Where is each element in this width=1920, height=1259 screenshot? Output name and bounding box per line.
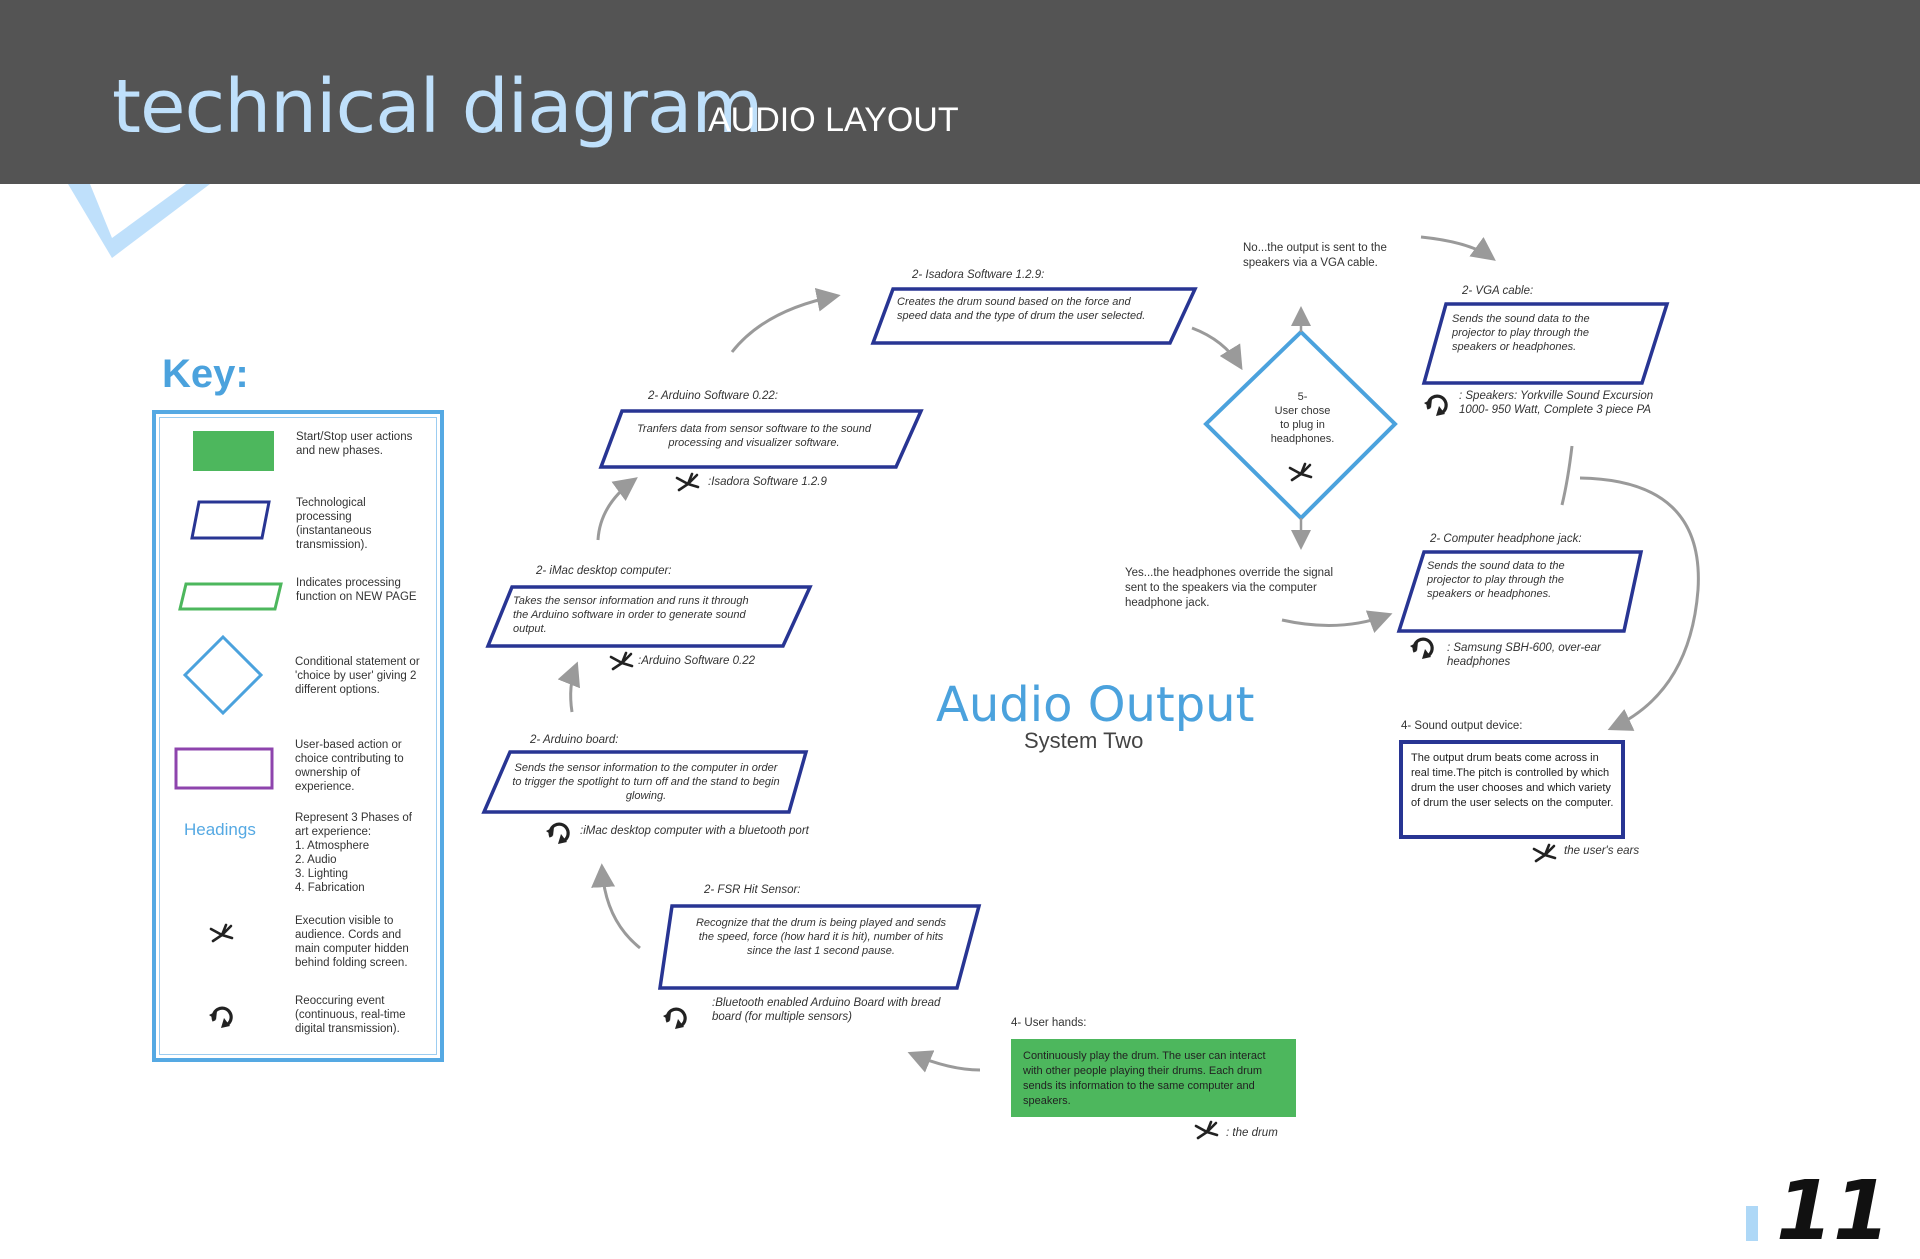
execution-icon xyxy=(1194,1120,1219,1140)
header-chevron-inner xyxy=(90,184,186,238)
decision-yes-note: Yes...the headphones override the signal… xyxy=(1125,567,1334,609)
key-green-parallelogram xyxy=(178,582,283,611)
vga-box xyxy=(1421,302,1670,385)
vga-sub: : Speakers: Yorkville Sound Excursion 10… xyxy=(1459,390,1654,416)
page-title: technical diagram xyxy=(112,64,763,150)
arrow-software-to-isadora xyxy=(730,287,841,353)
execution-icon xyxy=(609,651,634,671)
arrow-to-output xyxy=(1579,476,1700,731)
arduino-software-label: 2- Arduino Software 0.22: xyxy=(648,390,778,402)
arrow-no-to-vga xyxy=(1420,235,1496,261)
imac-box xyxy=(485,585,813,648)
isadora-box xyxy=(870,287,1198,345)
key-text-processing: Technological processing (instantaneous … xyxy=(296,497,372,551)
arduino-software-text: Tranfers data from sensor software to th… xyxy=(637,423,871,449)
audio-output-title: Audio Output xyxy=(936,677,1255,733)
execution-icon xyxy=(675,472,700,492)
user-hands-label: 4- User hands: xyxy=(1011,1017,1087,1029)
key-legend-box xyxy=(152,410,444,1062)
imac-text: Takes the sensor information and runs it… xyxy=(513,595,749,635)
imac-sub: :Arduino Software 0.22 xyxy=(638,655,755,667)
sound-output-label: 4- Sound output device: xyxy=(1401,720,1523,732)
recurring-icon xyxy=(661,1007,687,1031)
arrow-imac-to-software xyxy=(596,477,638,541)
system-subtitle: System Two xyxy=(1024,728,1144,753)
key-purple-rect xyxy=(174,747,274,790)
page-number: 11 xyxy=(1776,1164,1891,1259)
key-blue-diamond xyxy=(182,634,264,716)
isadora-label: 2- Isadora Software 1.2.9: xyxy=(912,269,1045,281)
arduino-board-box xyxy=(481,750,809,814)
recurring-icon xyxy=(1408,637,1434,661)
arrow-fsr-to-board xyxy=(591,863,641,950)
key-text-headings: Represent 3 Phases of art experience: 1.… xyxy=(295,812,412,894)
decision-no-note: No...the output is sent to the speakers … xyxy=(1243,242,1387,269)
decision-text: 5- User chose to plug in headphones. xyxy=(1270,391,1335,445)
arrow-hands-to-fsr xyxy=(907,1050,981,1073)
arrow-isadora-to-decision xyxy=(1191,326,1243,371)
key-text-start: Start/Stop user actions and new phases. xyxy=(296,431,413,457)
vga-text: Sends the sound data to the projector to… xyxy=(1452,313,1590,353)
vga-label: 2- VGA cable: xyxy=(1462,285,1534,297)
header-bar xyxy=(0,0,1920,184)
arduino-software-sub: :Isadora Software 1.2.9 xyxy=(708,476,827,488)
headphone-jack-box xyxy=(1396,550,1644,633)
user-hands-sub: : the drum xyxy=(1226,1127,1278,1139)
sound-output-text: The output drum beats come across in rea… xyxy=(1411,752,1614,809)
sound-output-box xyxy=(1399,740,1625,839)
arduino-software-box xyxy=(598,409,924,469)
line-vga-down xyxy=(1560,445,1574,506)
key-title: Key: xyxy=(162,352,249,396)
key-blue-parallelogram xyxy=(190,500,271,540)
key-text-execution: Execution visible to audience. Cords and… xyxy=(295,915,409,969)
page-subtitle: AUDIO LAYOUT xyxy=(708,101,959,139)
user-hands-box xyxy=(1011,1039,1296,1117)
key-text-recurring: Reoccuring event (continuous, real-time … xyxy=(295,995,406,1035)
key-text-new-page: Indicates processing function on NEW PAG… xyxy=(296,577,417,603)
fsr-sub: :Bluetooth enabled Arduino Board with br… xyxy=(712,997,941,1023)
isadora-text: Creates the drum sound based on the forc… xyxy=(897,296,1146,322)
execution-icon xyxy=(1288,462,1313,482)
arduino-board-sub: :iMac desktop computer with a bluetooth … xyxy=(580,825,809,837)
headphone-jack-text: Sends the sound data to the projector to… xyxy=(1427,560,1565,600)
execution-icon xyxy=(1532,843,1557,863)
arrow-board-to-imac xyxy=(557,661,581,713)
sound-output-sub: the user's ears xyxy=(1564,845,1640,857)
key-headings-label: Headings xyxy=(184,820,256,839)
headphone-jack-label: 2- Computer headphone jack: xyxy=(1430,533,1582,545)
fsr-text: Recognize that the drum is being played … xyxy=(695,917,947,957)
page-number-bar xyxy=(1746,1206,1758,1241)
recurring-icon xyxy=(544,822,570,846)
arduino-board-text: Sends the sensor information to the comp… xyxy=(512,762,780,802)
arrow-yes-to-jack xyxy=(1281,610,1393,633)
fsr-box xyxy=(657,904,982,990)
fsr-label: 2- FSR Hit Sensor: xyxy=(704,884,801,896)
key-text-user-action: User-based action or choice contributing… xyxy=(295,739,404,793)
key-text-conditional: Conditional statement or 'choice by user… xyxy=(295,656,420,696)
recurring-icon xyxy=(1422,394,1448,418)
user-hands-text: Continuously play the drum. The user can… xyxy=(1023,1050,1266,1107)
key-green-rect xyxy=(193,431,274,471)
arduino-board-label: 2- Arduino board: xyxy=(530,734,619,746)
headphone-jack-sub: : Samsung SBH-600, over-ear headphones xyxy=(1447,642,1601,668)
imac-label: 2- iMac desktop computer: xyxy=(536,565,672,577)
